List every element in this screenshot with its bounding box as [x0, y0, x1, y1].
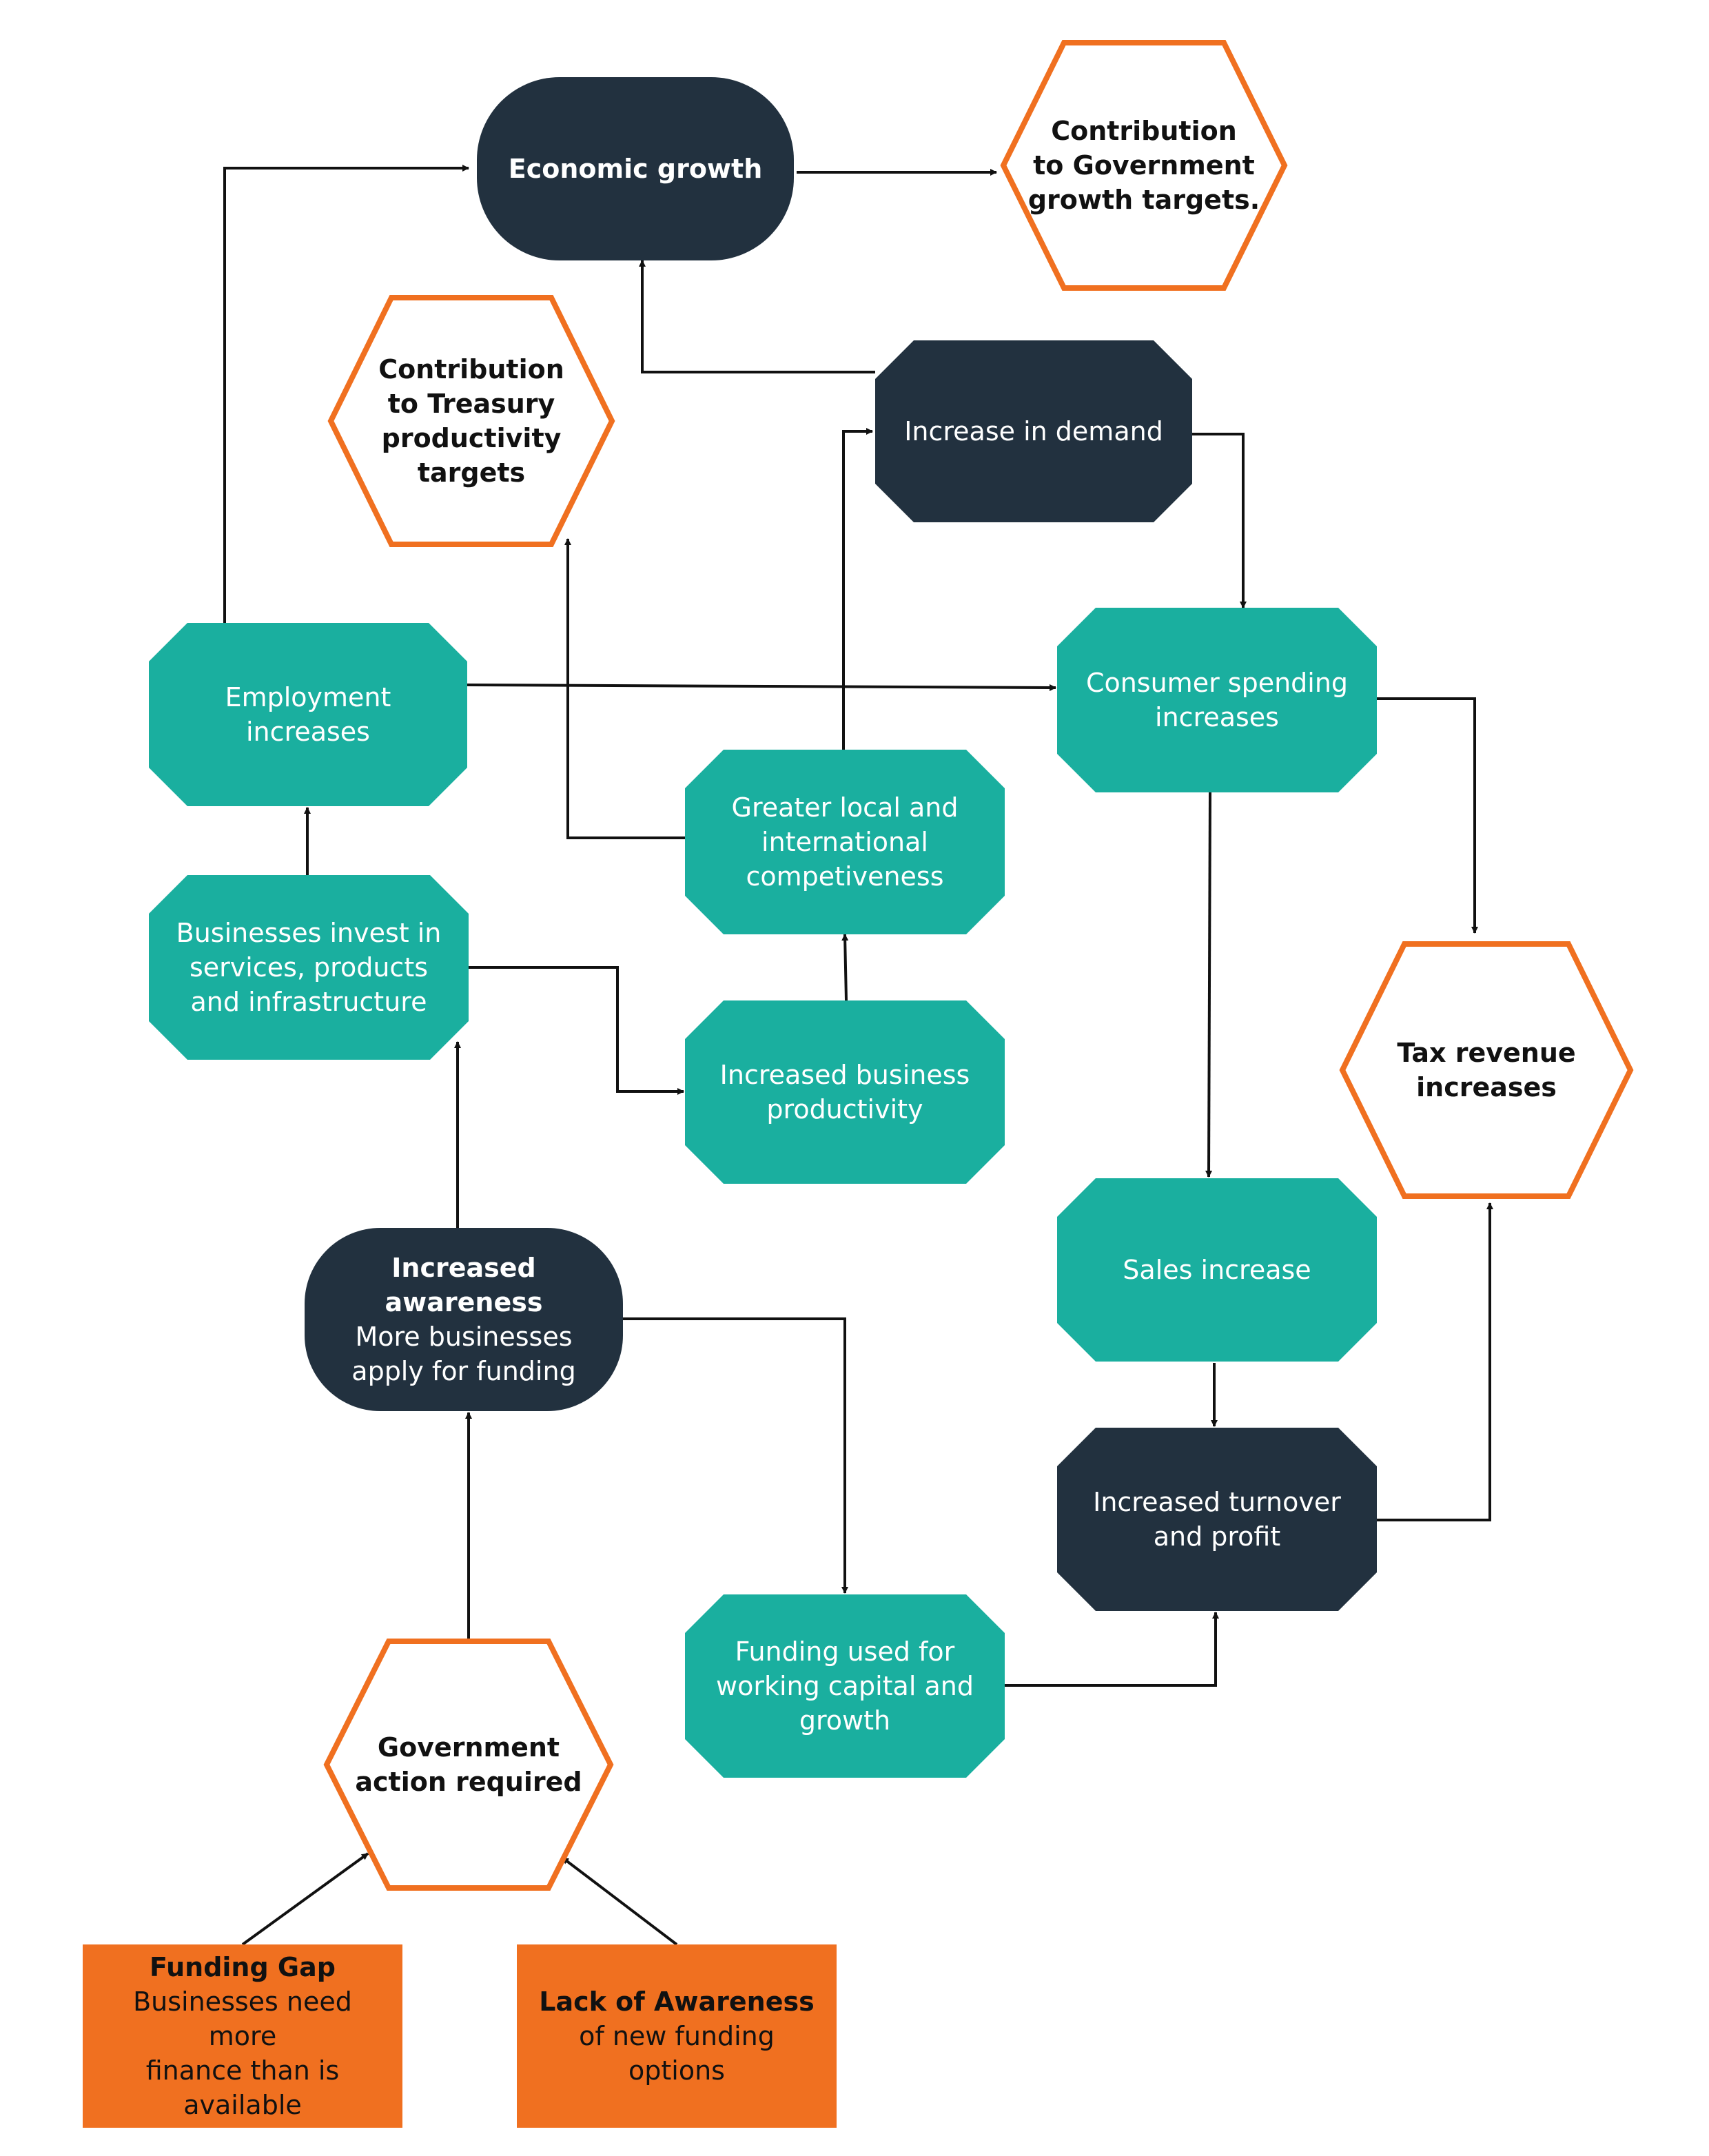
- gov-action-line-1: Government: [377, 1732, 560, 1763]
- node-government-action: Government action required: [323, 1639, 615, 1891]
- arrow-consumer-spending-to-sales: [1205, 792, 1213, 1178]
- arrow-turnover-to-tax: [1377, 1202, 1493, 1521]
- arrow-employment-to-economic-growth: [223, 165, 469, 624]
- arrow-lack-awareness-to-gov-action: [561, 1856, 678, 1946]
- arrow-employment-to-consumer-spending: [467, 684, 1056, 691]
- node-sales-increase: Sales increase: [1057, 1178, 1377, 1362]
- tax-revenue-line-1: Tax revenue: [1397, 1038, 1576, 1068]
- arrow-consumer-spending-to-tax: [1377, 697, 1478, 934]
- lack-awareness-line-1: of new funding options: [579, 2021, 775, 2086]
- awareness-title: Increased awareness: [385, 1253, 543, 1317]
- arrow-productivity-to-competitiveness: [841, 934, 849, 1001]
- node-lack-of-awareness: Lack of Awareness of new funding options: [517, 1944, 837, 2128]
- gov-targets-line-1: Contribution: [1051, 116, 1237, 146]
- consumer-spending-line-2: increases: [1155, 702, 1279, 732]
- consumer-spending-line-1: Consumer spending: [1085, 668, 1349, 698]
- productivity-line-1: Increased business: [719, 1060, 970, 1090]
- treasury-targets-line-1: Contribution: [378, 354, 564, 384]
- awareness-line-2: apply for funding: [351, 1356, 576, 1386]
- node-businesses-invest: Businesses invest in services, products …: [149, 875, 469, 1060]
- node-employment-increases: Employment increases: [149, 623, 467, 806]
- node-increase-in-demand: Increase in demand: [875, 340, 1192, 522]
- treasury-targets-line-4: targets: [417, 458, 526, 488]
- funding-used-line-1: Funding used for: [735, 1636, 955, 1667]
- funding-used-line-3: growth: [799, 1705, 891, 1736]
- competitiveness-line-1: Greater local and: [731, 792, 959, 823]
- gov-targets-line-2: to Government: [1033, 150, 1255, 181]
- arrow-demand-to-consumer-spending: [1192, 433, 1247, 608]
- funding-used-line-2: working capital and: [716, 1671, 974, 1701]
- lack-awareness-title: Lack of Awareness: [539, 1986, 815, 2017]
- node-tax-revenue: Tax revenue increases: [1338, 941, 1635, 1199]
- node-funding-gap: Funding Gap Businesses need more finance…: [83, 1944, 402, 2128]
- productivity-line-2: productivity: [766, 1094, 923, 1125]
- node-increased-awareness: Increased awareness More businesses appl…: [305, 1228, 623, 1411]
- funding-gap-line-1: Businesses need more: [133, 1986, 352, 2051]
- employment-line-1: Employment: [225, 682, 391, 712]
- arrow-funding-gap-to-gov-action: [241, 1852, 369, 1946]
- node-business-productivity: Increased business productivity: [685, 1000, 1005, 1184]
- funding-gap-title: Funding Gap: [150, 1952, 336, 1982]
- gov-targets-line-3: growth targets.: [1027, 185, 1260, 215]
- treasury-targets-line-3: productivity: [381, 423, 562, 453]
- tax-revenue-line-2: increases: [1416, 1072, 1557, 1102]
- invest-line-1: Businesses invest in: [176, 918, 442, 948]
- node-economic-growth: Economic growth: [477, 77, 794, 260]
- node-competitiveness: Greater local and international competiv…: [685, 750, 1005, 934]
- funding-gap-line-2: finance than is available: [145, 2055, 340, 2120]
- arrow-invest-to-productivity: [469, 966, 684, 1095]
- competitiveness-line-3: competiveness: [746, 861, 944, 892]
- increase-in-demand-label: Increase in demand: [904, 416, 1163, 446]
- turnover-line-1: Increased turnover: [1093, 1487, 1341, 1517]
- arrow-funding-used-to-turnover: [1005, 1612, 1219, 1687]
- node-turnover-profit: Increased turnover and profit: [1057, 1428, 1377, 1611]
- sales-increase-label: Sales increase: [1123, 1255, 1311, 1285]
- node-consumer-spending: Consumer spending increases: [1057, 608, 1377, 792]
- awareness-line-1: More businesses: [355, 1322, 573, 1352]
- arrow-demand-to-economic-growth: [639, 260, 875, 373]
- gov-action-line-2: action required: [355, 1767, 582, 1797]
- node-funding-used: Funding used for working capital and gro…: [685, 1594, 1005, 1778]
- treasury-targets-line-2: to Treasury: [387, 389, 555, 419]
- competitiveness-line-2: international: [761, 827, 928, 857]
- arrow-competitiveness-to-demand: [842, 428, 873, 751]
- arrow-awareness-to-funding-used: [623, 1317, 848, 1594]
- employment-line-2: increases: [246, 717, 370, 747]
- invest-line-2: services, products: [189, 952, 429, 983]
- node-treasury-targets: Contribution to Treasury productivity ta…: [327, 295, 616, 547]
- economic-growth-label: Economic growth: [508, 154, 763, 184]
- arrow-competitiveness-to-treasury-targets: [564, 538, 686, 839]
- turnover-line-2: and profit: [1153, 1521, 1281, 1552]
- invest-line-3: and infrastructure: [190, 987, 427, 1017]
- node-gov-growth-targets: Contribution to Government growth target…: [999, 40, 1289, 291]
